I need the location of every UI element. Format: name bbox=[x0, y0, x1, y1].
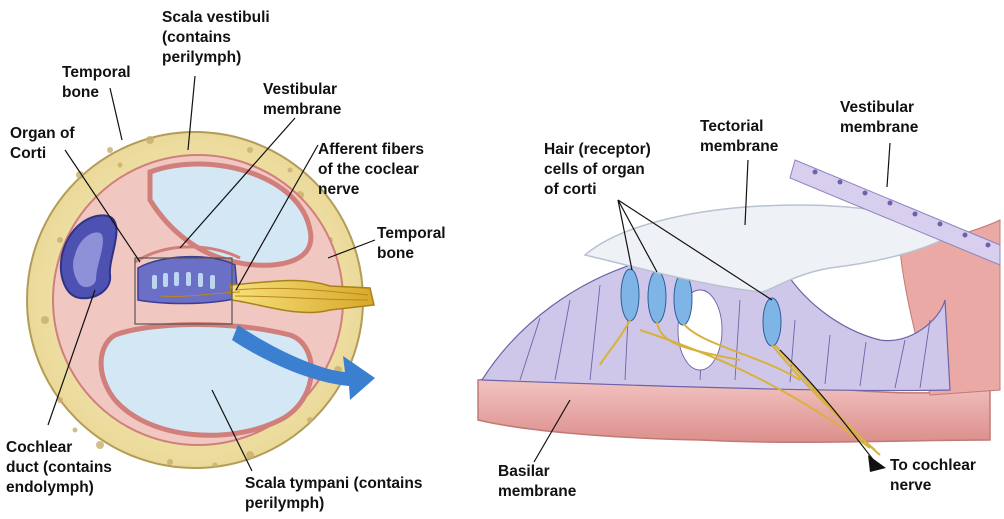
label-hair-cells: Hair (receptor) cells of organ of corti bbox=[544, 140, 651, 200]
label-afferent-fibers: Afferent fibers of the coclear nerve bbox=[318, 140, 424, 200]
label-temporal-bone-top: Temporal bone bbox=[62, 63, 131, 103]
label-scala-vestibuli: Scala vestibuli (contains perilymph) bbox=[162, 8, 270, 68]
label-organ-of-corti: Organ of Corti bbox=[10, 124, 75, 164]
cochlea-cross-section bbox=[27, 76, 375, 471]
label-vestibular-membrane-right: Vestibular membrane bbox=[840, 98, 918, 138]
label-basilar-membrane: Basilar membrane bbox=[498, 462, 576, 502]
label-vestibular-membrane-left: Vestibular membrane bbox=[263, 80, 341, 120]
label-tectorial-membrane: Tectorial membrane bbox=[700, 117, 778, 157]
label-temporal-bone-right: Temporal bone bbox=[377, 224, 446, 264]
label-to-cochlear-nerve: To cochlear nerve bbox=[890, 456, 976, 496]
to-nerve-arrowhead bbox=[868, 455, 886, 472]
label-cochlear-duct: Cochlear duct (contains endolymph) bbox=[6, 438, 112, 498]
label-scala-tympani: Scala tympani (contains perilymph) bbox=[245, 474, 422, 514]
